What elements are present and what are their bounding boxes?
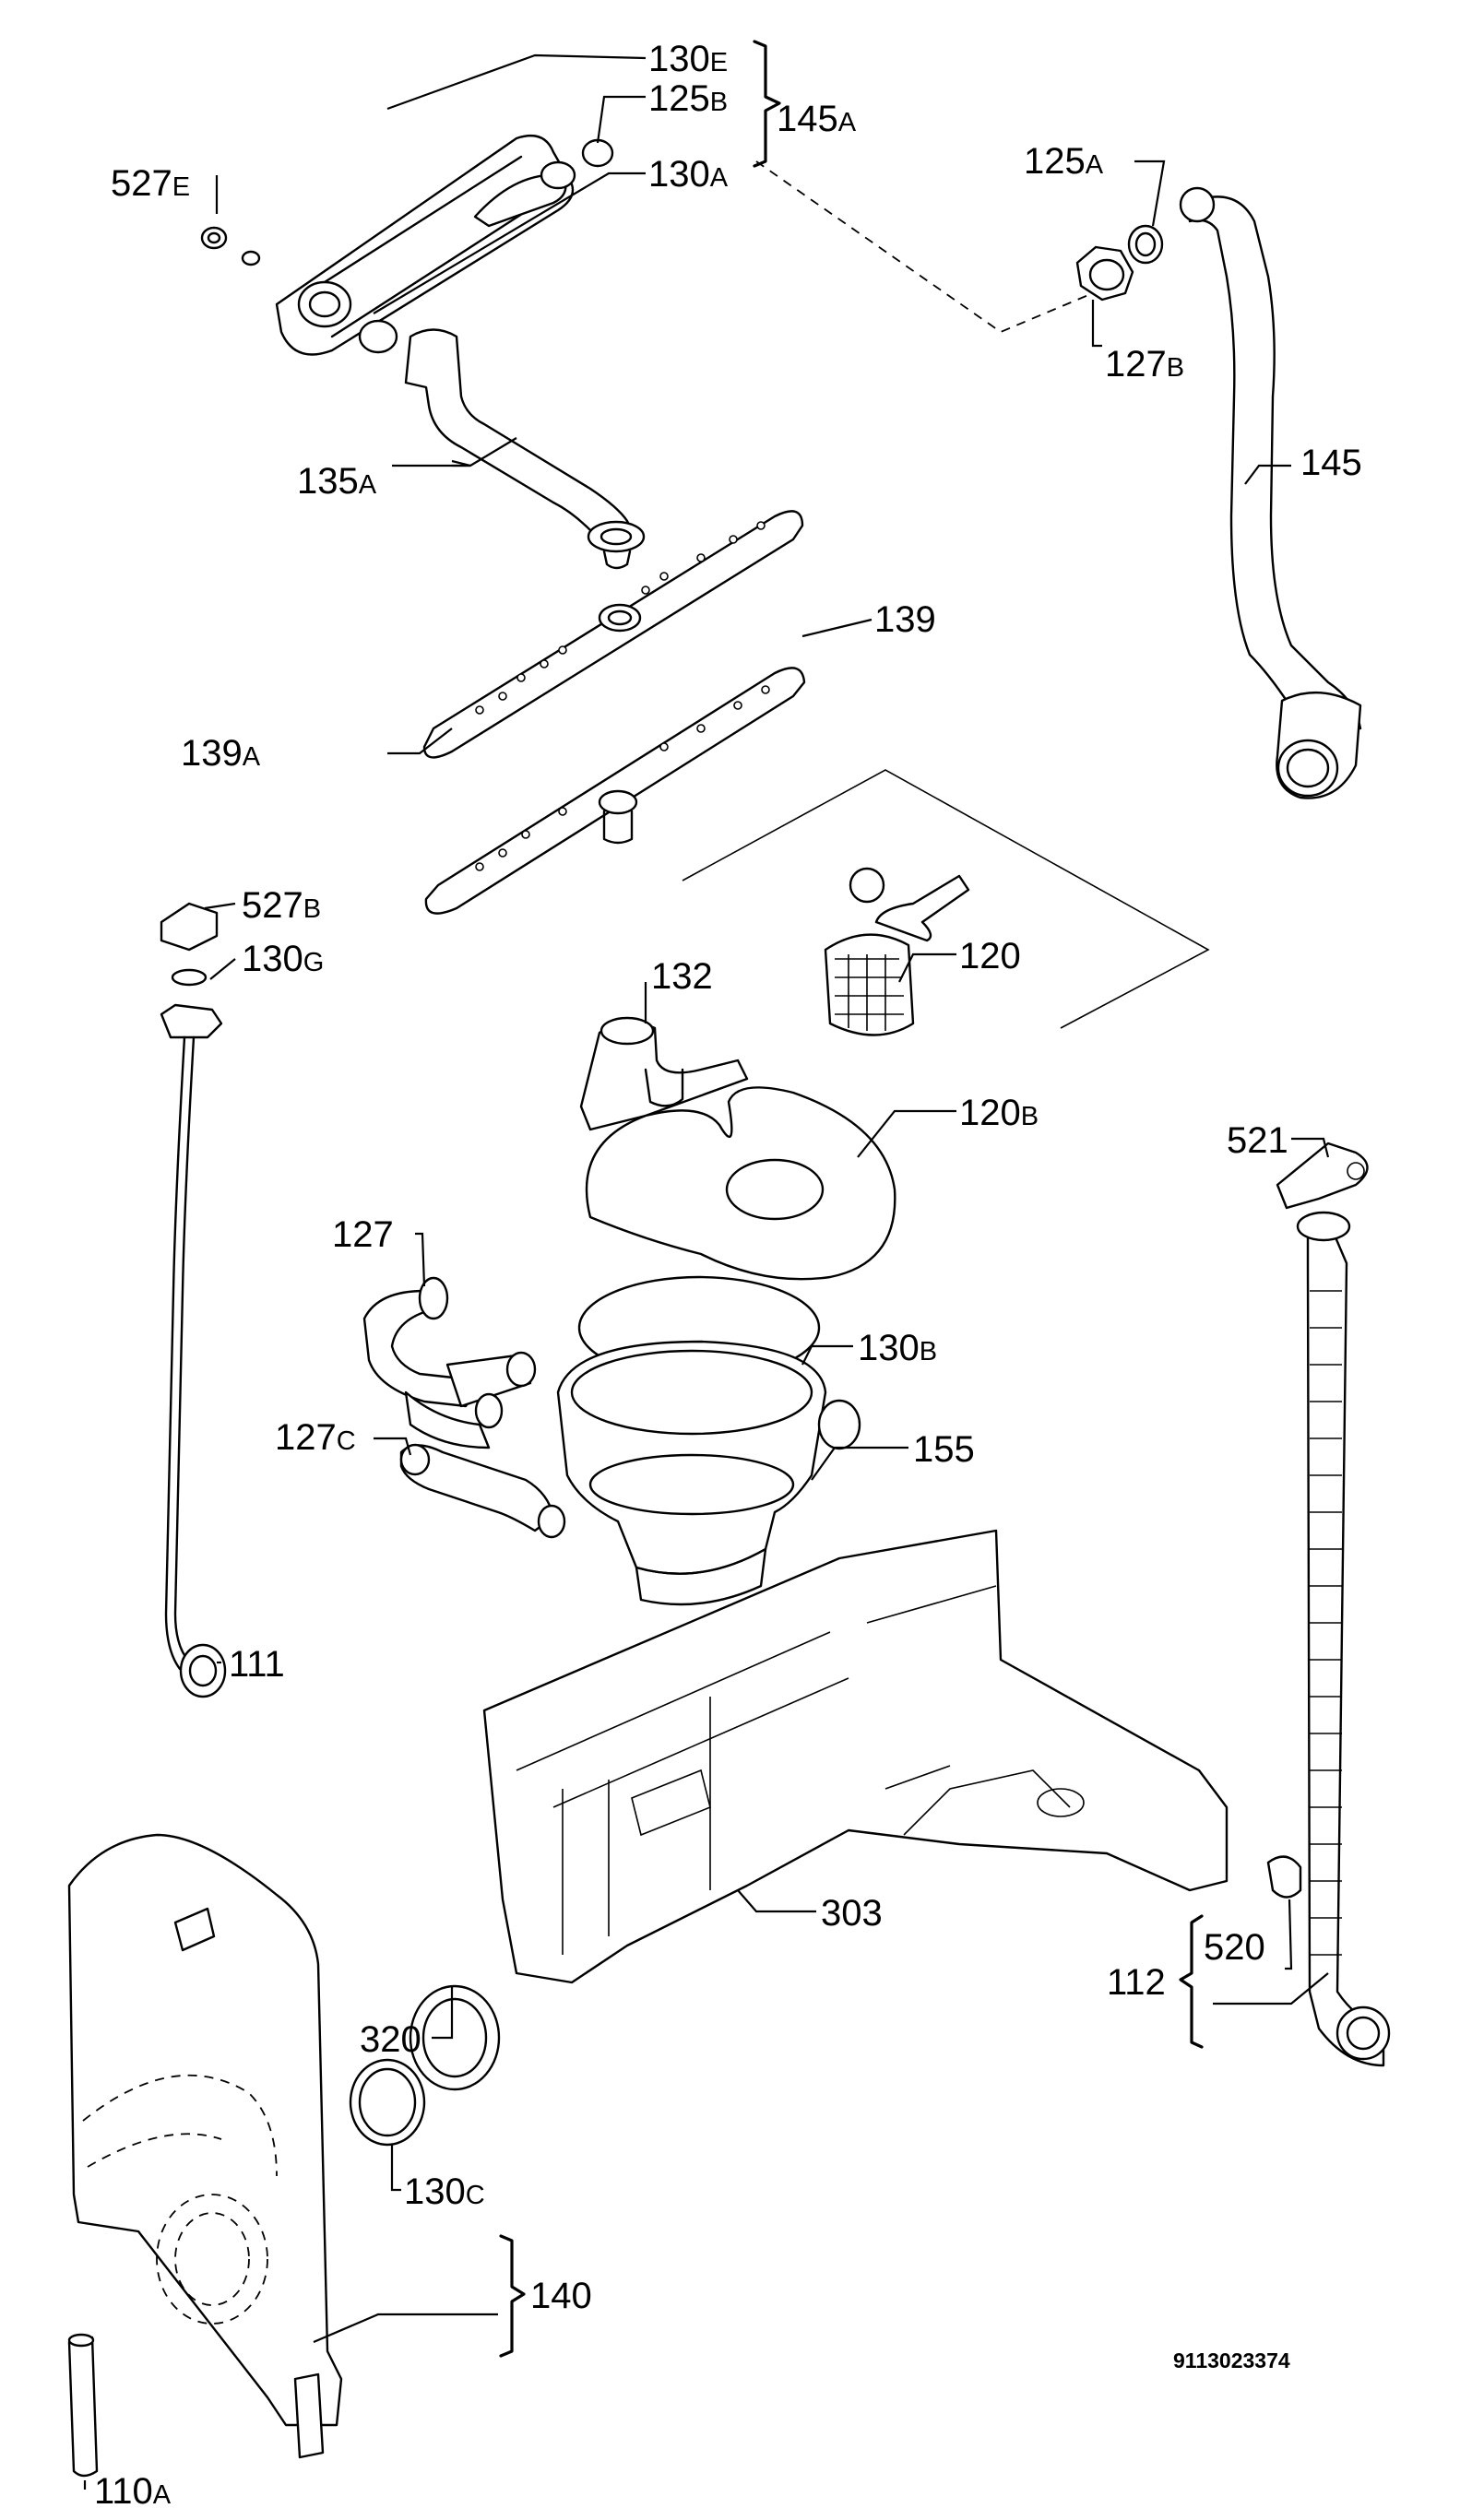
callout-139: 139 xyxy=(874,599,936,640)
callout-127C: 127C xyxy=(275,1417,356,1458)
coarse-filter xyxy=(824,867,970,1036)
callout-527B: 527B xyxy=(242,885,321,926)
upper-spray-arm-assembly xyxy=(200,134,614,356)
supply-hose xyxy=(1179,186,1362,799)
spray-arm-lower xyxy=(424,667,806,915)
document-number: 9113023374 xyxy=(1173,2348,1290,2372)
callout-130A: 130A xyxy=(648,154,729,195)
callout-130G: 130G xyxy=(242,939,324,979)
drain-hose-112 xyxy=(1266,1142,1391,2067)
callout-139A: 139A xyxy=(181,733,261,774)
circulation-hose-127 xyxy=(362,1276,537,1449)
spray-arm-upper xyxy=(422,510,804,759)
callout-125B: 125B xyxy=(648,78,728,119)
connection-dashed-line xyxy=(755,160,1089,334)
callout-127: 127 xyxy=(332,1214,394,1255)
tube-110a xyxy=(67,2333,99,2478)
inlet-nut-parts xyxy=(1075,224,1164,302)
callout-132: 132 xyxy=(651,956,713,997)
callout-135A: 135A xyxy=(297,461,377,502)
callout-111: 111 xyxy=(229,1644,285,1685)
leader-lines xyxy=(83,53,1330,2490)
sump-assembly xyxy=(556,1340,861,1606)
callout-130E: 130E xyxy=(648,39,728,79)
callout-520: 520 xyxy=(1204,1927,1265,1968)
callout-labels: 130E 125B 145A 130A 527E 125A 127B 135A … xyxy=(94,39,1362,2512)
callout-120: 120 xyxy=(959,936,1021,976)
callout-130C: 130C xyxy=(404,2171,485,2212)
callout-112: 112 xyxy=(1107,1962,1166,2003)
braces xyxy=(499,40,1204,2358)
callout-110A: 110A xyxy=(94,2471,172,2512)
callout-140: 140 xyxy=(530,2276,592,2316)
water-softener-140 xyxy=(67,1833,343,2459)
callout-155: 155 xyxy=(913,1429,975,1470)
callout-145A: 145A xyxy=(777,99,857,139)
softener-rings xyxy=(349,1984,501,2147)
callout-527E: 527E xyxy=(111,163,190,204)
upper-arm-feed-pipe xyxy=(404,328,646,570)
filter-insert-132 xyxy=(579,1016,749,1131)
base-303 xyxy=(482,1529,1229,1984)
callout-127B: 127B xyxy=(1105,344,1184,385)
callout-125A: 125A xyxy=(1024,141,1104,182)
callout-303: 303 xyxy=(821,1893,883,1934)
callout-120B: 120B xyxy=(959,1093,1039,1133)
callout-145: 145 xyxy=(1300,443,1362,483)
hose-127c xyxy=(399,1443,566,1539)
flat-filter xyxy=(585,1086,896,1281)
pressure-tube-111 xyxy=(160,902,227,1698)
callout-320: 320 xyxy=(360,2019,421,2060)
filter-group-outline xyxy=(682,769,1210,1029)
callout-130B: 130B xyxy=(858,1328,937,1368)
callout-521: 521 xyxy=(1227,1120,1288,1161)
